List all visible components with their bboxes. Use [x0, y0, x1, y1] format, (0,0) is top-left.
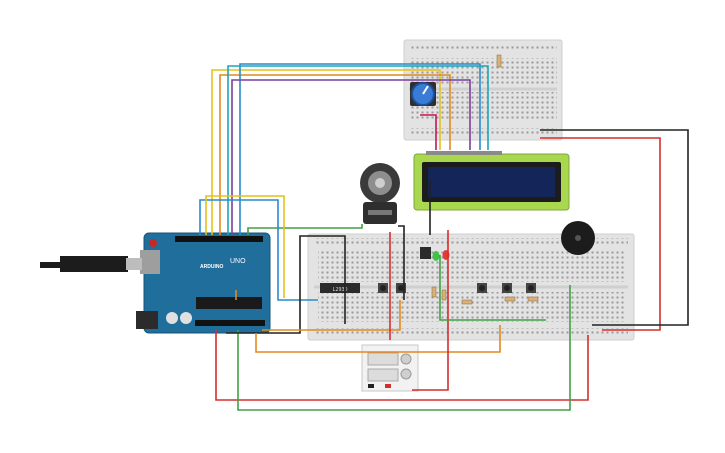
resistors [431, 54, 539, 305]
wire-pink [420, 114, 437, 150]
wire-yellow-2 [205, 195, 285, 298]
wire-green [247, 224, 363, 235]
wire-green-2 [237, 285, 571, 411]
push-buttons[interactable] [378, 283, 536, 293]
wire-orange-3 [262, 300, 401, 331]
wires [199, 63, 689, 411]
wire-black-4 [398, 225, 405, 300]
wire-purple [231, 79, 471, 235]
arduino-brand: ARDUINO [200, 264, 223, 270]
wire-yellow [211, 69, 441, 235]
dc-motor-encoder[interactable] [360, 163, 400, 224]
wire-blue [239, 63, 481, 235]
wire-green-3 [439, 255, 546, 321]
temperature-sensor[interactable] [420, 247, 431, 259]
wire-red-3 [412, 230, 449, 391]
usb-cable [40, 256, 142, 272]
wire-black [226, 235, 346, 334]
top-breadboard [403, 39, 563, 141]
lcd-display [413, 151, 570, 211]
wire-black-2 [540, 129, 689, 326]
wire-orange [219, 74, 451, 235]
wire-cyan [227, 65, 489, 235]
driver-chip[interactable]: L293D [320, 283, 360, 293]
wire-orange-2 [255, 325, 501, 353]
potentiometer[interactable] [410, 82, 436, 106]
driver-chip-label: L293D [332, 287, 347, 293]
wire-blue-2 [199, 199, 318, 301]
wire-red-2 [540, 137, 661, 331]
wire-red [215, 330, 589, 401]
arduino-logo: UNO [230, 258, 246, 265]
green-led[interactable] [432, 251, 440, 261]
arduino-board[interactable]: ARDUINO UNO [136, 232, 271, 334]
buzzer[interactable] [561, 221, 595, 255]
